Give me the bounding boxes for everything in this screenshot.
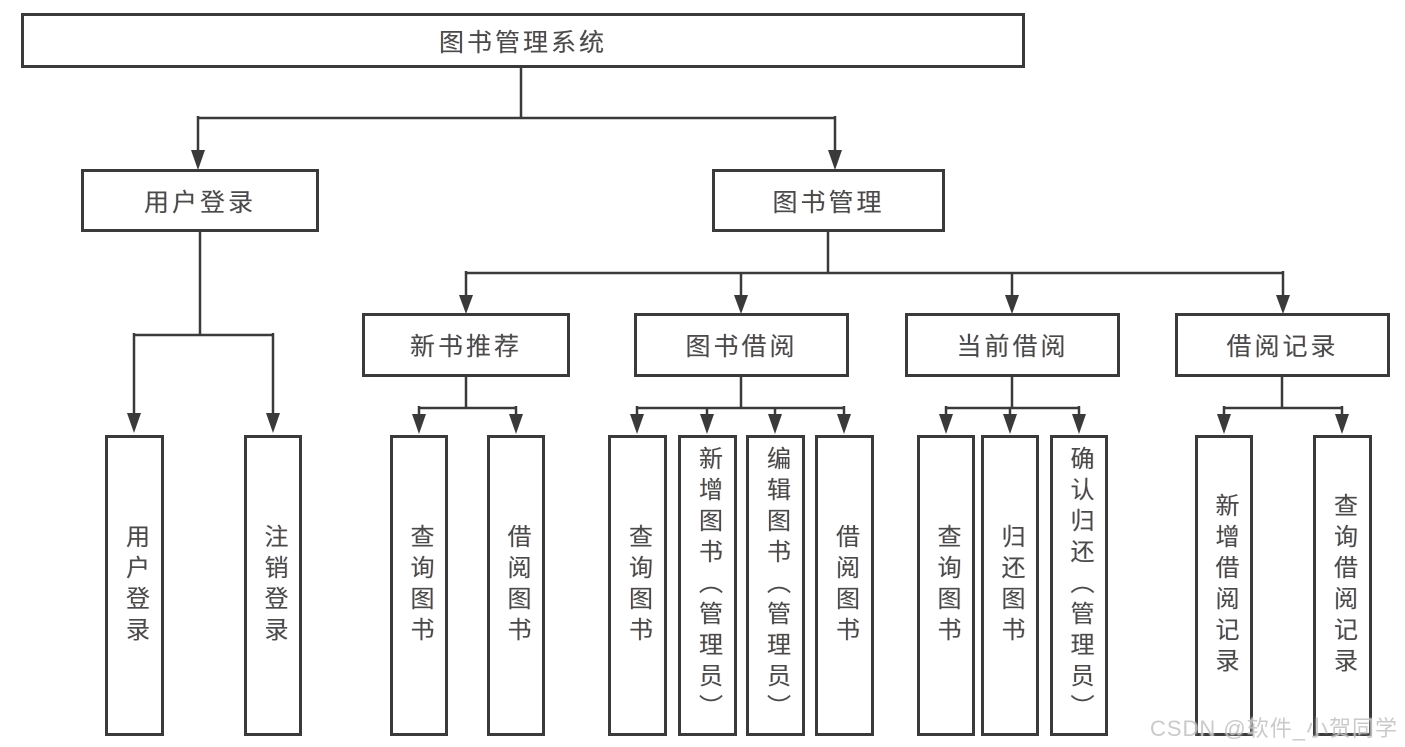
arrow-down-icon bbox=[1335, 414, 1349, 434]
root-branch-line bbox=[196, 68, 837, 151]
node-book-management: 图书管理 bbox=[712, 169, 945, 232]
leaf-records-add: 新增借阅记录 bbox=[1195, 435, 1253, 736]
leaf-records-query-label: 查询借阅记录 bbox=[1329, 492, 1357, 679]
new-books-branch-line bbox=[417, 377, 518, 416]
leaf-newbooks-borrow: 借阅图书 bbox=[487, 435, 545, 736]
arrow-down-icon bbox=[630, 414, 644, 434]
node-book-borrow: 图书借阅 bbox=[634, 313, 849, 377]
leaf-current-query: 查询图书 bbox=[917, 435, 975, 736]
leaf-borrow-add-label: 新增图书（管理员） bbox=[694, 446, 722, 725]
node-borrow-records-label: 借阅记录 bbox=[1226, 333, 1339, 361]
node-user-login-label: 用户登录 bbox=[143, 188, 256, 217]
leaf-newbooks-borrow-label: 借阅图书 bbox=[503, 523, 530, 648]
arrow-down-icon bbox=[1003, 414, 1017, 434]
leaf-logout: 注销登录 bbox=[244, 435, 302, 736]
leaf-records-query: 查询借阅记录 bbox=[1313, 435, 1372, 736]
user-login-branch-line bbox=[132, 232, 275, 414]
arrow-down-icon bbox=[412, 414, 426, 434]
arrow-down-icon bbox=[768, 414, 782, 434]
arrow-down-icon bbox=[509, 414, 523, 434]
borrow-records-branch-line bbox=[1222, 377, 1344, 416]
arrow-down-icon bbox=[1217, 414, 1231, 434]
arrow-down-icon bbox=[459, 295, 473, 314]
node-book-borrow-label: 图书借阅 bbox=[685, 333, 798, 361]
leaf-borrow-query-label: 查询图书 bbox=[624, 523, 652, 648]
node-new-books-label: 新书推荐 bbox=[409, 333, 522, 361]
leaf-records-add-label: 新增借阅记录 bbox=[1211, 492, 1238, 679]
leaf-user-login-label: 用户登录 bbox=[121, 523, 149, 648]
node-user-login: 用户登录 bbox=[81, 169, 319, 232]
leaf-borrow-edit: 编辑图书（管理员） bbox=[746, 435, 805, 736]
branch-lines bbox=[132, 68, 1344, 416]
leaf-borrow-query: 查询图书 bbox=[608, 435, 667, 736]
leaf-borrow-edit-label: 编辑图书（管理员） bbox=[762, 446, 790, 725]
node-current-borrow: 当前借阅 bbox=[905, 313, 1120, 377]
arrow-down-icon bbox=[734, 295, 748, 314]
node-root: 图书管理系统 bbox=[21, 13, 1025, 68]
arrowheads bbox=[127, 150, 1349, 434]
leaf-current-return-label: 归还图书 bbox=[997, 523, 1024, 648]
leaf-newbooks-query-label: 查询图书 bbox=[406, 523, 433, 648]
arrow-down-icon bbox=[828, 150, 842, 170]
leaf-current-return: 归还图书 bbox=[981, 435, 1039, 736]
leaf-borrow-borrow-label: 借阅图书 bbox=[831, 523, 859, 648]
node-new-books: 新书推荐 bbox=[362, 313, 570, 377]
leaf-newbooks-query: 查询图书 bbox=[390, 435, 448, 736]
arrow-down-icon bbox=[266, 413, 280, 433]
csdn-watermark: CSDN @软件_小贺同学 bbox=[1149, 716, 1398, 741]
node-root-label: 图书管理系统 bbox=[438, 28, 607, 57]
arrow-down-icon bbox=[191, 150, 205, 170]
node-book-management-label: 图书管理 bbox=[772, 188, 885, 217]
arrow-down-icon bbox=[939, 414, 953, 434]
node-current-borrow-label: 当前借阅 bbox=[956, 333, 1069, 361]
book-management-branch-line bbox=[464, 232, 1285, 296]
leaf-logout-label: 注销登录 bbox=[260, 523, 287, 648]
leaf-borrow-add: 新增图书（管理员） bbox=[678, 435, 737, 736]
leaf-user-login: 用户登录 bbox=[105, 435, 164, 736]
arrow-down-icon bbox=[1276, 295, 1290, 314]
arrow-down-icon bbox=[127, 413, 141, 433]
arrow-down-icon bbox=[837, 414, 851, 434]
book-borrow-branch-line bbox=[635, 377, 846, 416]
leaf-current-confirm: 确认归还（管理员） bbox=[1050, 435, 1108, 736]
node-borrow-records: 借阅记录 bbox=[1175, 313, 1390, 377]
arrow-down-icon bbox=[1005, 295, 1019, 314]
leaf-borrow-borrow: 借阅图书 bbox=[815, 435, 874, 736]
leaf-current-query-label: 查询图书 bbox=[933, 523, 960, 648]
leaf-current-confirm-label: 确认归还（管理员） bbox=[1066, 446, 1093, 725]
arrow-down-icon bbox=[700, 414, 714, 434]
arrow-down-icon bbox=[1072, 414, 1086, 434]
current-borrow-branch-line bbox=[944, 377, 1081, 416]
